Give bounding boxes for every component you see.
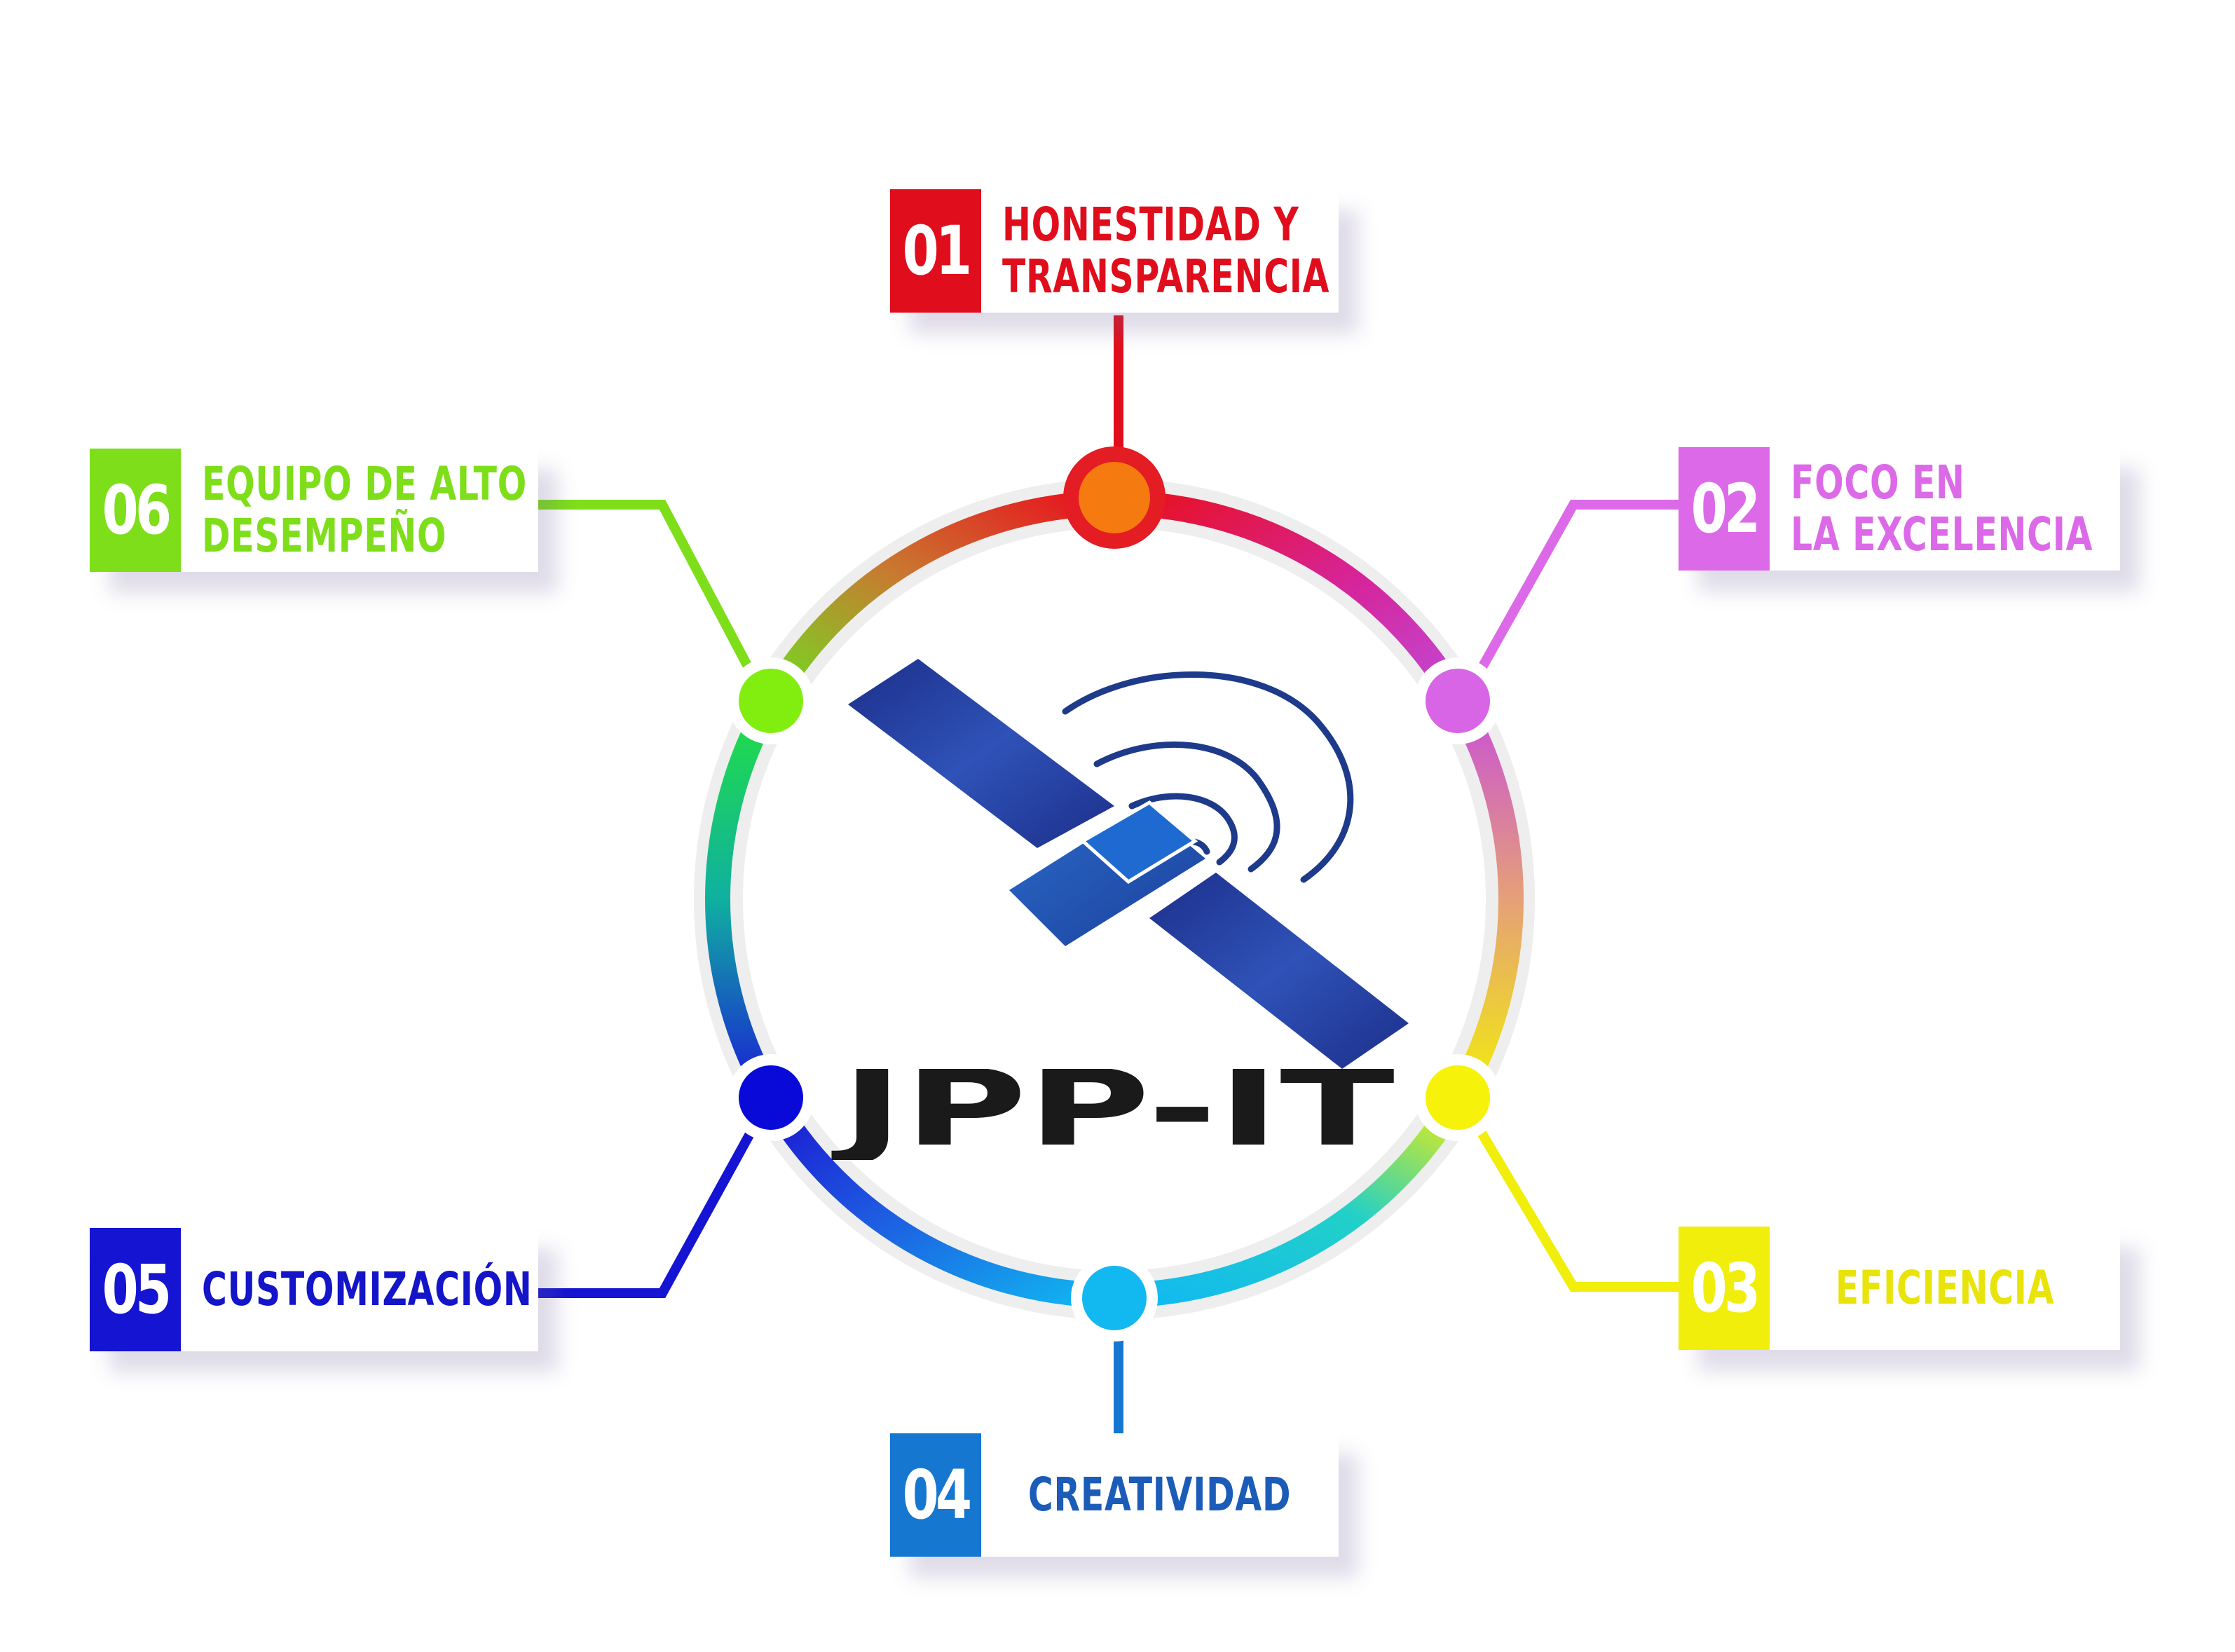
value-card-05: 05 CUSTOMIZACIÓN [90,1228,538,1351]
value-label-line1: EQUIPO DE ALTO [202,457,527,511]
number-badge: 01 [890,189,981,313]
ring-nodes [727,446,1501,1342]
value-label: EQUIPO DE ALTO DESEMPEÑO [181,449,641,572]
value-card-04: 04 CREATIVIDAD [890,1433,1339,1557]
node-05 [727,1054,814,1141]
connector-06 [538,500,771,704]
ring-arc-left [705,694,782,1105]
value-label-line2: TRANSPARENCIA [1002,250,1330,303]
ring-arc-bottom-right [1114,1091,1469,1309]
value-card-06: 06 EQUIPO DE ALTO DESEMPEÑO [90,449,538,572]
number-badge: 04 [890,1433,981,1557]
number-text: 02 [1690,470,1761,548]
number-badge: 06 [90,449,181,572]
number-text: 05 [102,1250,172,1329]
value-label-line2: LA EXCELENCIA [1791,507,2093,561]
ring-arc-top-right [1114,490,1469,708]
value-label: EFICIENCIA [1770,1227,2120,1350]
connector-03 [1458,1100,1681,1292]
logo-wordmark: JPP-IT [831,1069,1395,1160]
ring-arc-top-left [760,490,1115,708]
number-text: 01 [902,212,973,290]
value-label-line1: EFICIENCIA [1835,1261,2055,1315]
value-label-line1: CUSTOMIZACIÓN [202,1262,533,1316]
value-label: FOCO EN LA EXCELENCIA [1770,447,2199,571]
number-text: 06 [102,471,172,549]
satellite-core [1079,800,1198,885]
value-card-03: 03 EFICIENCIA [1679,1227,2120,1350]
ring-arc-right [1447,694,1524,1105]
node-06 [727,657,814,744]
number-badge: 05 [90,1228,181,1351]
node-03 [1414,1054,1501,1141]
value-label-line2: DESEMPEÑO [202,509,447,563]
value-label-line1: CREATIVIDAD [1028,1468,1292,1522]
number-badge: 02 [1679,447,1770,571]
number-badge: 03 [1679,1227,1770,1350]
connector-02 [1458,500,1681,704]
number-text: 03 [1690,1249,1761,1327]
node-02 [1414,657,1501,744]
logo-text: JPP-IT [831,1069,1395,1160]
value-label-line1: HONESTIDAD Y [1002,198,1299,252]
value-label-line1: FOCO EN [1791,456,1965,510]
value-card-02: 02 FOCO EN LA EXCELENCIA [1679,447,2120,571]
value-card-01: 01 HONESTIDAD Y TRANSPARENCIA [890,189,1339,313]
solar-panel-right [1149,873,1409,1069]
number-text: 04 [902,1456,973,1534]
connectors [538,315,1681,1433]
satellite-icon [848,659,1409,1069]
value-label: CUSTOMIZACIÓN [181,1228,648,1351]
node-01 [1063,446,1166,549]
ring-arc-bottom-left [760,1091,1115,1309]
value-label: CREATIVIDAD [981,1433,1339,1557]
connector-05 [538,1102,771,1298]
node-04 [1071,1255,1158,1342]
solar-panel-left [848,659,1114,848]
value-label: HONESTIDAD Y TRANSPARENCIA [981,189,1444,313]
